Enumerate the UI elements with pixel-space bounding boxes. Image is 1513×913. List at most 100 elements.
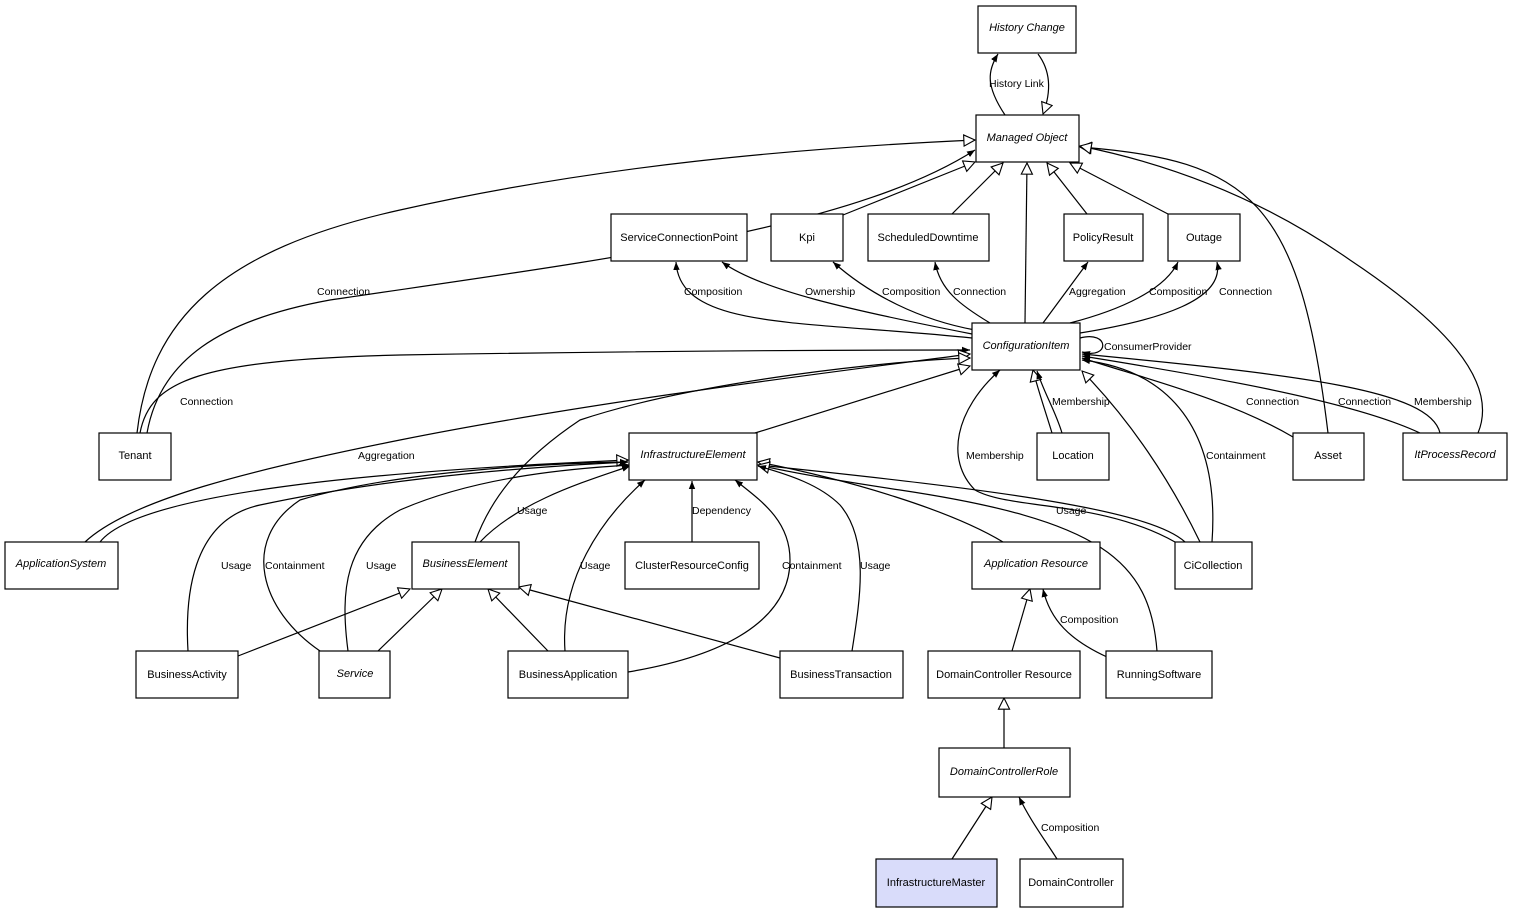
label-appsys-aggregation: Aggregation (358, 450, 415, 462)
edge-dcr-to-appres (1011, 589, 1030, 652)
node-business-application[interactable]: BusinessApplication (507, 650, 629, 699)
edge-ci-kpi-composition (832, 261, 976, 331)
label-asset-connection: Connection (1246, 396, 1299, 408)
label-kpi-ownership: Ownership (805, 286, 855, 298)
node-label: DomainController (1028, 877, 1114, 889)
edge-kpi-to-managed-object (842, 162, 975, 216)
edge-ci-to-managed-object (1025, 163, 1027, 324)
label-pr-aggregation: Aggregation (1069, 286, 1126, 298)
node-infrastructure-master[interactable]: InfrastructureMaster (875, 858, 998, 908)
edge-bapp-to-be (488, 589, 549, 652)
node-outage[interactable]: Outage (1167, 213, 1241, 262)
edge-be-ie-usage (479, 465, 631, 543)
node-history-change[interactable]: History Change (977, 5, 1077, 54)
edge-itpr-to-managed-object (1080, 146, 1484, 434)
edge-bt-ie-usage (757, 465, 861, 652)
node-infrastructure-element[interactable]: InfrastructureElement (628, 432, 758, 481)
node-running-software[interactable]: RunningSoftware (1105, 650, 1213, 699)
node-kpi[interactable]: Kpi (770, 213, 844, 262)
node-business-activity[interactable]: BusinessActivity (135, 650, 239, 699)
node-label: RunningSoftware (1117, 669, 1201, 681)
edge-coll-containment (1081, 357, 1214, 543)
node-configuration-item[interactable]: ConfigurationItem (971, 322, 1081, 371)
edge-ci-pr-aggregation (1042, 261, 1089, 324)
edge-bapp-ie-usage (563, 479, 646, 652)
node-label: Asset (1314, 450, 1342, 462)
edge-rs-to-ie (758, 465, 1158, 652)
node-label: DomainController Resource (936, 669, 1072, 681)
edge-bapp-ie-containment (627, 479, 791, 673)
node-managed-object[interactable]: Managed Object (975, 114, 1080, 163)
edge-itpr-membership (1081, 351, 1441, 434)
node-service-connection-point[interactable]: ServiceConnectionPoint (610, 213, 748, 262)
edge-ci-outage-connection (1079, 261, 1222, 334)
edge-location-membership (1036, 370, 1063, 434)
node-label: InfrastructureElement (640, 449, 746, 461)
edge-ie-to-ci (754, 366, 970, 434)
edge-asset-to-managed-object (1080, 147, 1329, 434)
label-consumer-provider: ConsumerProvider (1104, 341, 1192, 353)
label-coll-membership: Membership (966, 450, 1024, 462)
node-application-resource[interactable]: Application Resource (971, 541, 1101, 590)
edge-ba-to-be (237, 589, 410, 657)
nodes: History Change Managed Object ServiceCon… (4, 5, 1508, 908)
label-location-membership: Membership (1052, 396, 1110, 408)
edge-coll-to-ci (1082, 371, 1201, 543)
node-application-system[interactable]: ApplicationSystem (4, 541, 119, 590)
edge-svc-ie-containment (263, 458, 629, 652)
edge-appsys-to-ci (84, 354, 970, 543)
label-svc-containment: Containment (265, 560, 325, 572)
node-domain-controller[interactable]: DomainController (1019, 858, 1124, 908)
node-service[interactable]: Service (318, 650, 391, 699)
label-bapp-usage: Usage (580, 560, 611, 572)
label-outage-composition: Composition (1149, 286, 1208, 298)
node-it-process-record[interactable]: ItProcessRecord (1402, 432, 1508, 481)
label-sd-connection: Connection (953, 286, 1006, 298)
edge-policy-result-to-managed-object (1047, 163, 1088, 215)
edge-appres-to-ie (758, 462, 1004, 543)
label-coll-containment: Containment (1206, 450, 1266, 462)
edge-ci-sc-composition (673, 261, 973, 339)
node-business-transaction[interactable]: BusinessTransaction (779, 650, 904, 699)
node-label: BusinessApplication (519, 669, 617, 681)
node-business-element[interactable]: BusinessElement (411, 541, 520, 590)
edge-coll-ie-usage (757, 462, 1186, 543)
edge-tenant-mo-connection (146, 149, 976, 434)
node-policy-result[interactable]: PolicyResult (1063, 213, 1144, 262)
node-tenant[interactable]: Tenant (98, 432, 172, 481)
edge-rs-appres-composition (1041, 588, 1108, 658)
label-sd-composition: Composition (882, 286, 941, 298)
edge-asset-ci-connection (1081, 357, 1294, 438)
node-label: ApplicationSystem (15, 558, 107, 570)
node-label: CiCollection (1184, 560, 1243, 572)
edges (84, 53, 1484, 860)
edge-tenant-ci-connection (139, 346, 971, 434)
edge-scheduled-downtime-to-managed-object (951, 163, 1003, 215)
node-location[interactable]: Location (1036, 432, 1110, 481)
edge-bt-to-be (519, 587, 781, 659)
label-ba-usage: Usage (221, 560, 252, 572)
node-label: ScheduledDowntime (878, 232, 979, 244)
edge-svc-ie-usage (344, 462, 631, 652)
node-cluster-resource-config[interactable]: ClusterResourceConfig (624, 541, 760, 590)
edge-ba-ie-usage (186, 459, 629, 652)
node-scheduled-downtime[interactable]: ScheduledDowntime (867, 213, 990, 262)
node-label: Service (337, 668, 374, 680)
node-label: Outage (1186, 232, 1222, 244)
edge-history-link (989, 53, 1006, 116)
edge-consumer-provider (1079, 336, 1104, 358)
edge-appsys-to-ie (99, 460, 628, 543)
node-domain-controller-resource[interactable]: DomainController Resource (927, 650, 1081, 699)
node-label: InfrastructureMaster (887, 877, 986, 889)
edge-tenant-to-managed-object (136, 140, 975, 434)
label-sc-composition: Composition (684, 286, 743, 298)
edge-dc-dcrole-composition (1018, 796, 1058, 860)
edge-labels: History Link Connection Composition Owne… (180, 78, 1472, 834)
node-ci-collection[interactable]: CiCollection (1174, 541, 1253, 590)
label-itpr-membership: Membership (1414, 396, 1472, 408)
node-label: BusinessTransaction (790, 669, 892, 681)
label-itpr-connection: Connection (1338, 396, 1391, 408)
node-asset[interactable]: Asset (1292, 432, 1365, 481)
node-domain-controller-role[interactable]: DomainControllerRole (938, 747, 1071, 798)
